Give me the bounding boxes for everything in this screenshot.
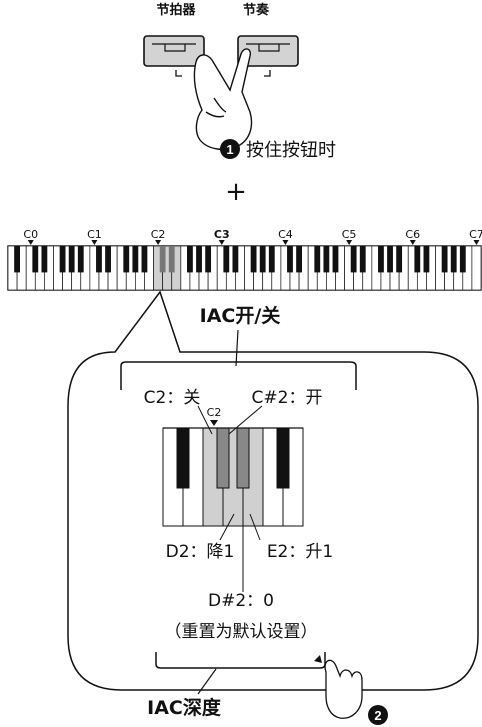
octave-marker <box>155 240 162 245</box>
e2-up-label: E2：升1 <box>267 542 333 562</box>
rhythm-button[interactable] <box>237 35 299 67</box>
black-key <box>59 246 66 273</box>
zoom-black-key <box>176 427 190 489</box>
button-group-bracket <box>175 70 271 77</box>
black-key <box>423 246 430 273</box>
white-key <box>471 245 482 291</box>
black-key <box>459 246 466 273</box>
black-key <box>14 246 21 273</box>
rhythm-button-label: 节奏 <box>243 2 270 18</box>
plus-sign: + <box>225 177 247 207</box>
reset-note: （重置为默认设置） <box>165 622 318 642</box>
octave-marker <box>473 240 480 245</box>
depth-leader-line <box>197 668 217 695</box>
octave-marker <box>27 240 34 245</box>
full-keyboard <box>7 245 482 291</box>
black-key <box>250 246 257 273</box>
black-key <box>132 246 139 273</box>
black-key <box>96 246 102 273</box>
black-key <box>41 246 48 273</box>
step-2-badge <box>368 705 388 725</box>
black-key <box>287 246 293 273</box>
octave-marker <box>218 240 225 245</box>
black-key <box>68 246 75 273</box>
onoff-leader-line <box>235 329 239 367</box>
octave-label-c1: C1 <box>87 228 102 241</box>
black-key <box>187 246 193 273</box>
octave-marker <box>282 240 289 245</box>
black-key <box>141 246 148 273</box>
onoff-bracket <box>120 361 357 390</box>
cs2-on-label: C#2：开 <box>252 388 323 408</box>
octave-label-c7: C7 <box>469 228 482 241</box>
metronome-button[interactable] <box>143 35 205 67</box>
octave-labels: C0 C1 C2 C3 C4 C5 C6 C7 <box>23 228 482 241</box>
black-key <box>332 246 339 273</box>
black-key <box>268 246 275 273</box>
black-key <box>359 246 366 273</box>
octave-label-c5: C5 <box>342 228 357 241</box>
step-1-text: 按住按钮时 <box>246 140 336 161</box>
black-key <box>450 246 457 273</box>
octave-label-c6: C6 <box>405 228 420 241</box>
iac-depth-title: IAC深度 <box>147 696 222 719</box>
ds2-reset-label: D#2：0 <box>208 591 274 611</box>
c2-off-label: C2：关 <box>144 388 201 408</box>
black-key <box>123 246 130 273</box>
step-1-number: 1 <box>226 142 233 157</box>
black-key <box>396 246 403 273</box>
press-arrow-icon <box>314 655 322 663</box>
zoom-c2-label: C2 <box>207 406 222 419</box>
zoom-black-key <box>236 427 250 489</box>
black-key <box>259 246 266 273</box>
octave-label-c2: C2 <box>151 228 166 241</box>
octave-label-c4: C4 <box>278 228 293 241</box>
black-key <box>196 246 202 273</box>
black-key <box>441 246 448 273</box>
octave-label-c0: C0 <box>23 228 38 241</box>
octave-markers <box>27 240 480 245</box>
black-key <box>205 246 212 273</box>
step-2-number: 2 <box>374 708 381 723</box>
metronome-button-label: 节拍器 <box>156 2 196 18</box>
black-key <box>378 246 384 273</box>
black-key <box>105 246 111 273</box>
octave-marker <box>346 240 353 245</box>
black-key <box>223 246 230 273</box>
black-key <box>232 246 239 273</box>
key-leader-lines <box>197 405 263 592</box>
pressing-hand-icon-2 <box>324 659 363 719</box>
black-key <box>32 246 39 273</box>
black-key <box>296 246 302 273</box>
octave-marker <box>409 240 416 245</box>
black-key <box>159 246 166 273</box>
black-key <box>77 246 84 273</box>
black-key <box>314 246 321 273</box>
octave-marker <box>91 240 98 245</box>
black-key <box>387 246 393 273</box>
black-key <box>168 246 175 273</box>
step-1-badge <box>220 139 240 159</box>
iac-onoff-title: IAC开/关 <box>200 304 281 327</box>
zoom-c2-marker <box>210 420 218 426</box>
d2-down-label: D2：降1 <box>166 542 235 562</box>
black-key <box>414 246 421 273</box>
zoomed-keyboard <box>162 427 304 527</box>
pressing-hand-icon <box>193 48 253 151</box>
black-key <box>323 246 330 273</box>
octave-label-c3: C3 <box>214 228 230 241</box>
zoom-black-key <box>276 427 290 489</box>
black-key <box>350 246 357 273</box>
zoom-black-key <box>216 427 230 489</box>
